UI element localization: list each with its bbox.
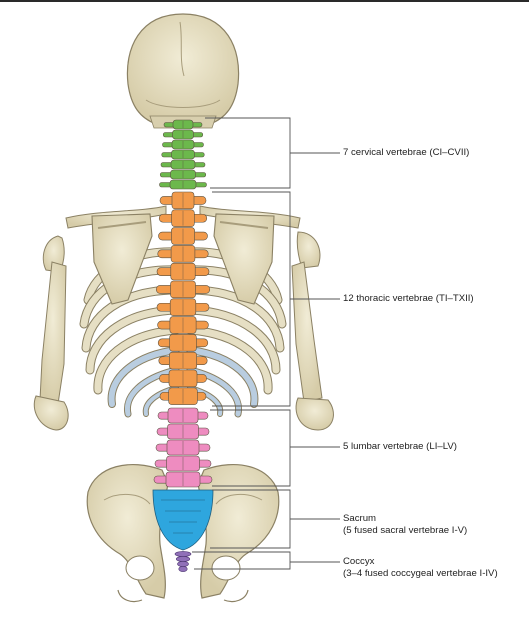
thoracic-label: 12 thoracic vertebrae (TI–TXII) <box>343 293 474 304</box>
coccygeal-segment <box>175 556 191 562</box>
lumbar-vertebra <box>154 455 212 472</box>
thoracic-vertebra <box>159 387 207 405</box>
thoracic-vertebra <box>155 280 211 299</box>
cervical-vertebra <box>159 179 207 190</box>
sacrum <box>152 489 214 551</box>
skull <box>126 13 240 129</box>
cervical-label: 7 cervical vertebrae (CI–CVII) <box>343 147 470 158</box>
top-border <box>0 0 529 2</box>
lumbar-vertebra <box>153 471 213 488</box>
coccygeal-segment <box>174 551 192 557</box>
thoracic-vertebra <box>156 262 210 281</box>
cervical-vertebra <box>162 129 204 140</box>
thoracic-vertebra <box>159 191 207 210</box>
thoracic-vertebra <box>159 369 207 388</box>
cervical-vertebra <box>163 119 203 130</box>
cervical-vertebra <box>160 159 206 170</box>
cervical-vertebra <box>161 149 205 160</box>
sacrum-label-detail: (5 fused sacral vertebrae I-V) <box>343 525 468 536</box>
lumbar-label: 5 lumbar vertebrae (LI–LV) <box>343 441 457 452</box>
lumbar-vertebra <box>157 407 209 424</box>
coccyx-label-title: Coccyx <box>343 556 375 567</box>
thoracic-vertebra <box>157 334 209 352</box>
coccygeal-segment <box>178 566 188 572</box>
thoracic-vertebra <box>158 351 208 370</box>
lumbar-vertebra <box>156 423 210 440</box>
thoracic-vertebra <box>157 245 209 263</box>
cervical-vertebra <box>159 169 207 180</box>
thoracic-vertebra <box>158 209 208 227</box>
coccygeal-segment <box>177 561 189 567</box>
left-arm <box>33 235 69 431</box>
sacrum-label-title: Sacrum <box>343 513 377 524</box>
lumbar-vertebra <box>155 439 211 456</box>
right-arm <box>291 231 334 431</box>
pelvis <box>86 463 280 603</box>
label-brackets <box>192 117 340 570</box>
thoracic-vertebra <box>156 298 210 316</box>
vertebral-column <box>152 119 214 572</box>
cervical-vertebra <box>162 139 204 150</box>
scapulae <box>91 213 275 305</box>
thoracic-vertebra <box>158 227 208 245</box>
thoracic-vertebra <box>157 316 209 334</box>
coccyx-label-detail: (3–4 fused coccygeal vertebrae I-IV) <box>343 568 498 579</box>
